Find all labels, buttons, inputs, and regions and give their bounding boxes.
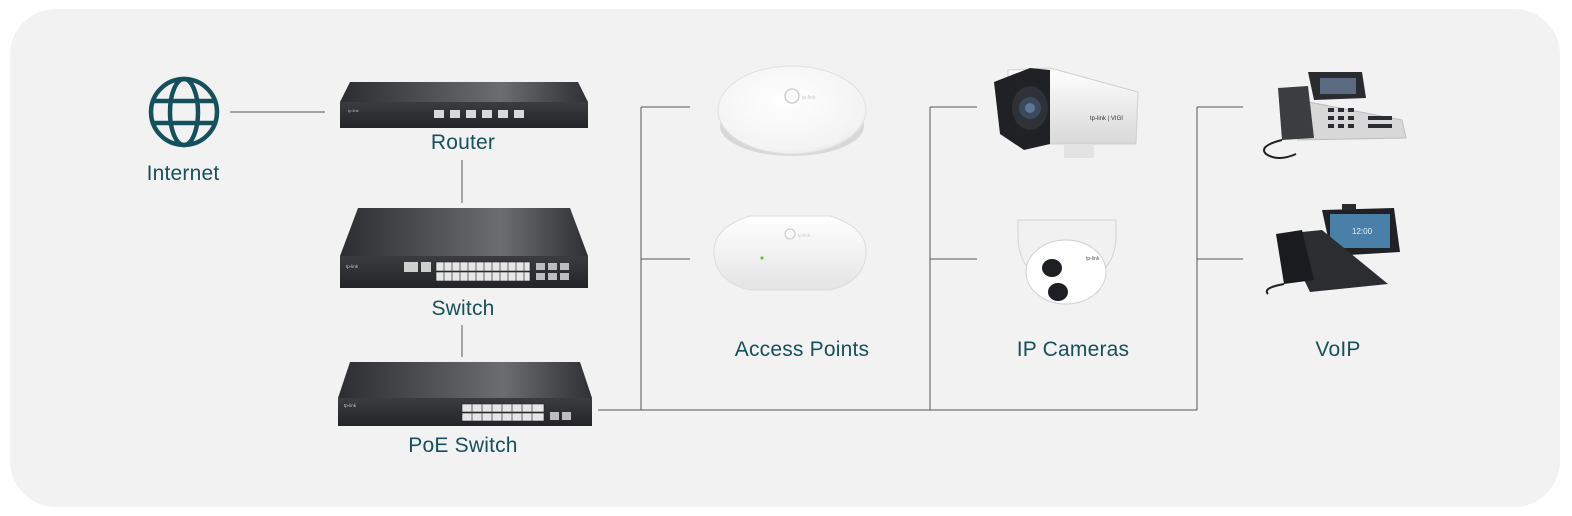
- internet-label: Internet: [146, 162, 220, 185]
- desk-phone-2: 12:00: [1265, 204, 1400, 295]
- phone-clock-mark: 12:00: [1352, 227, 1373, 236]
- turret-brand-mark: tp-link: [1086, 256, 1100, 262]
- router-brand-mark: tp-link: [348, 108, 359, 113]
- router-label: Router: [430, 131, 496, 154]
- ip-cameras-label: IP Cameras: [1016, 338, 1130, 361]
- ap1-brand-mark: tp-link: [802, 95, 816, 101]
- camera-brand-mark: tp-link | VIGI: [1090, 116, 1123, 122]
- poe-brand-mark: tp-link: [344, 403, 357, 408]
- poe-switch-device: tp-link: [338, 362, 592, 426]
- globe-icon: [148, 76, 220, 148]
- switch-device: tp-link: [340, 208, 588, 288]
- access-points-label: Access Points: [734, 338, 870, 361]
- ap2-brand-mark: tp-link: [798, 233, 811, 238]
- poe-switch-label: PoE Switch: [408, 434, 518, 457]
- ceiling-access-point: tp-link: [717, 65, 867, 156]
- square-access-point: tp-link: [713, 215, 867, 291]
- desk-phone-1: [1263, 72, 1407, 159]
- switch-label: Switch: [431, 297, 495, 320]
- turret-camera: tp-link: [1017, 219, 1117, 305]
- router-device: tp-link: [340, 82, 588, 128]
- voip-label: VoIP: [1315, 338, 1361, 361]
- switch-brand-mark: tp-link: [346, 264, 359, 269]
- bullet-camera: tp-link | VIGI: [994, 67, 1139, 158]
